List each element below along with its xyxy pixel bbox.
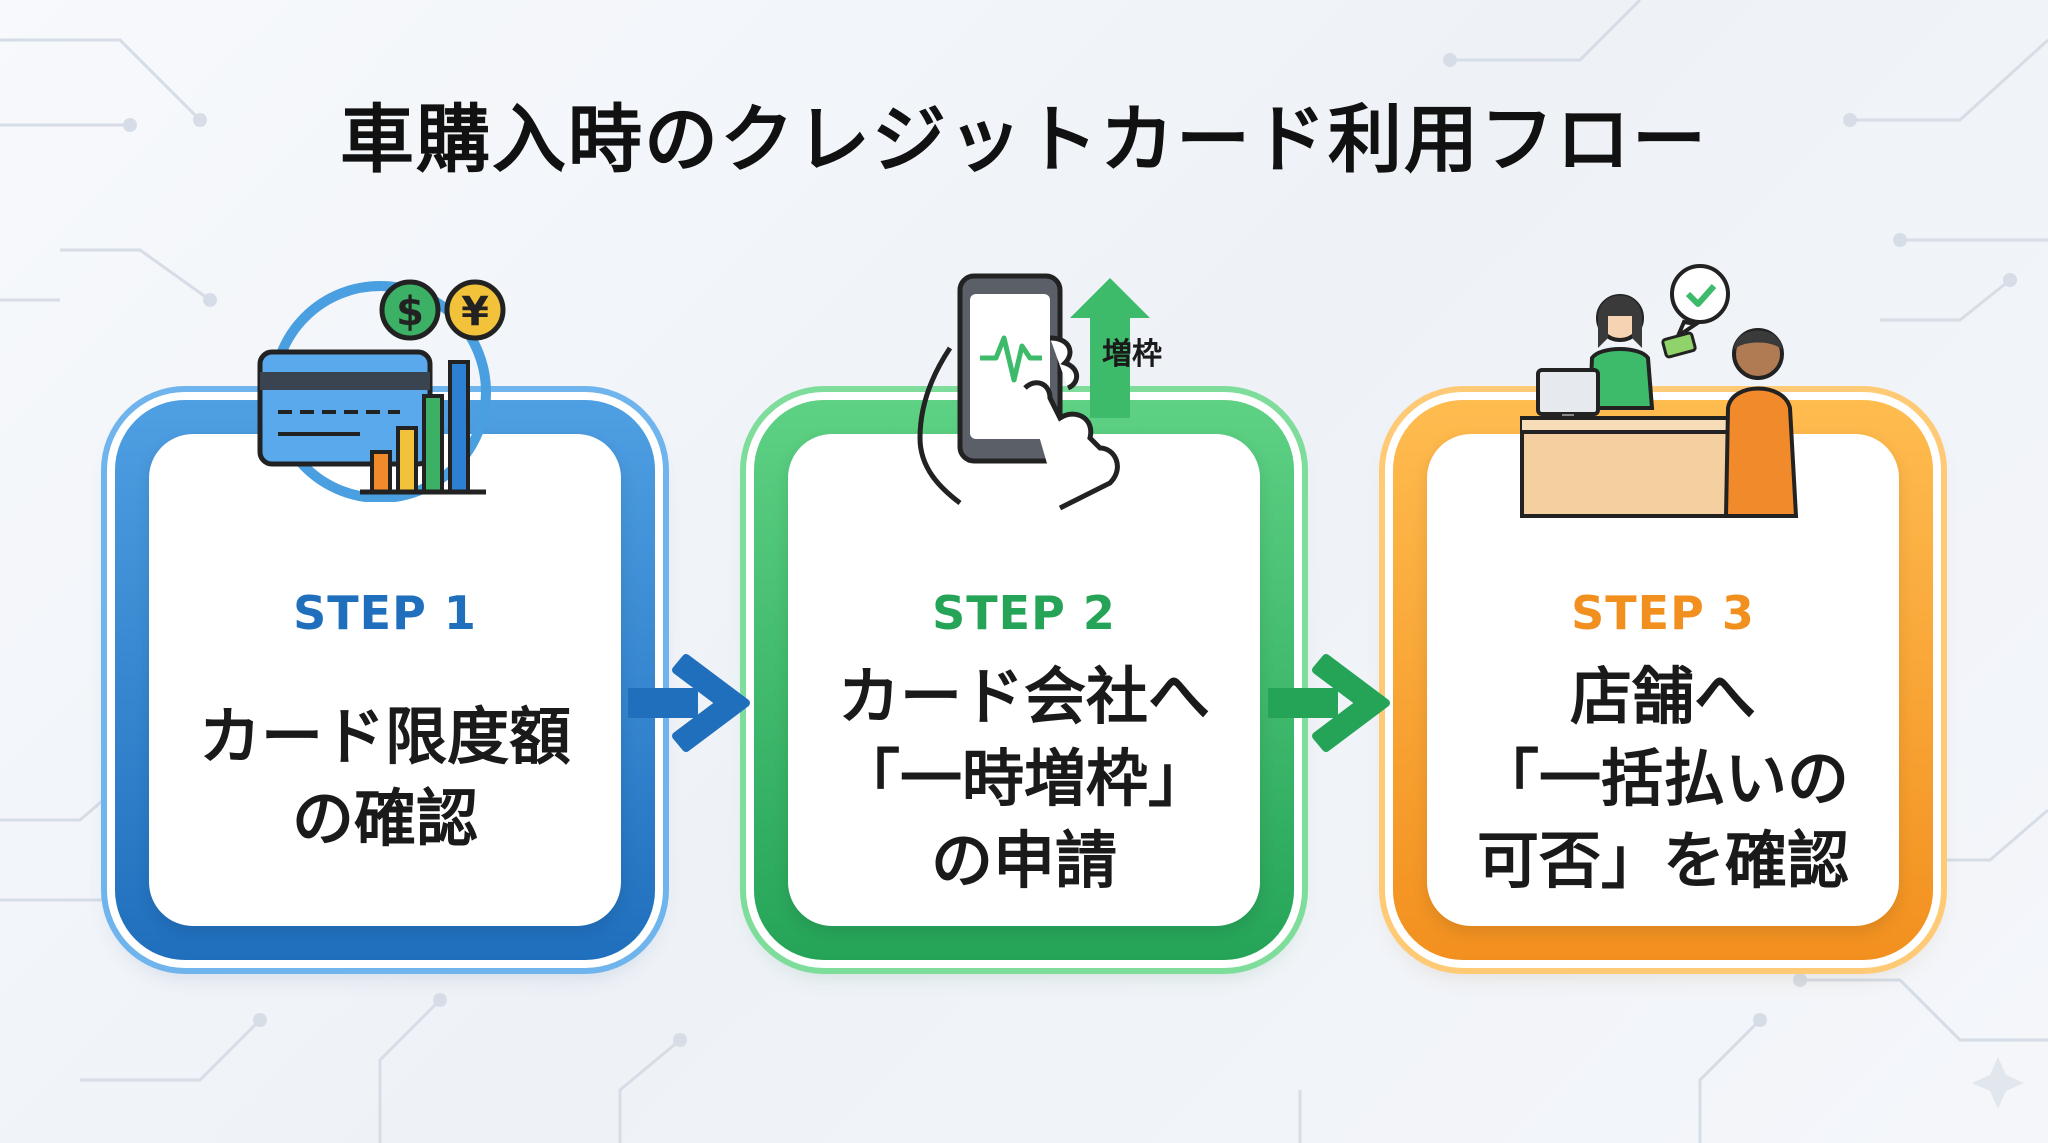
step-1-text: カード限度額 の確認 [159,696,611,860]
step-2-text-line: 「一時増枠」 [837,742,1210,815]
dollar-symbol: $ [396,289,424,335]
step-3-text-line: 「一括払いの [1476,742,1849,815]
increase-limit-badge: 増枠 [1102,337,1162,372]
step-1-text-line: カード限度額 [198,700,571,773]
arrow-right-icon [1268,654,1390,752]
step-1-text-line: の確認 [291,782,478,855]
smartphone-hand-icon: 増枠 [917,273,1162,511]
step-3-text-line: 店舗へ [1569,660,1756,733]
step-2-card: STEP 2 カード会社へ 「一時増枠」 の申請 [754,400,1294,960]
step-2-label: STEP 2 [932,586,1116,640]
step-3-label: STEP 3 [1571,586,1755,640]
step-1-label: STEP 1 [293,586,477,640]
step-2-text: カード会社へ 「一時増枠」 の申請 [798,656,1250,902]
arrow-right-icon [628,654,750,752]
step-2-text-line: カード会社へ [837,660,1210,733]
step-3-card: STEP 3 店舗へ 「一括払いの 可否」を確認 [1393,400,1933,960]
step-1-card: STEP 1 カード限度額 の確認 [115,400,655,960]
step-3-text: 店舗へ 「一括払いの 可否」を確認 [1437,656,1889,902]
store-counter-icon [1520,264,1799,518]
step-2-text-line: の申請 [930,824,1117,897]
page-title: 車購入時のクレジットカード利用フロー [340,97,1708,183]
yen-symbol: ¥ [461,289,489,335]
credit-card-chart-icon: $ ¥ [257,279,506,502]
step-2-card-body: STEP 2 カード会社へ 「一時増枠」 の申請 [788,434,1260,926]
step-1-card-body: STEP 1 カード限度額 の確認 [149,434,621,926]
step-3-text-line: 可否」を確認 [1476,824,1849,897]
